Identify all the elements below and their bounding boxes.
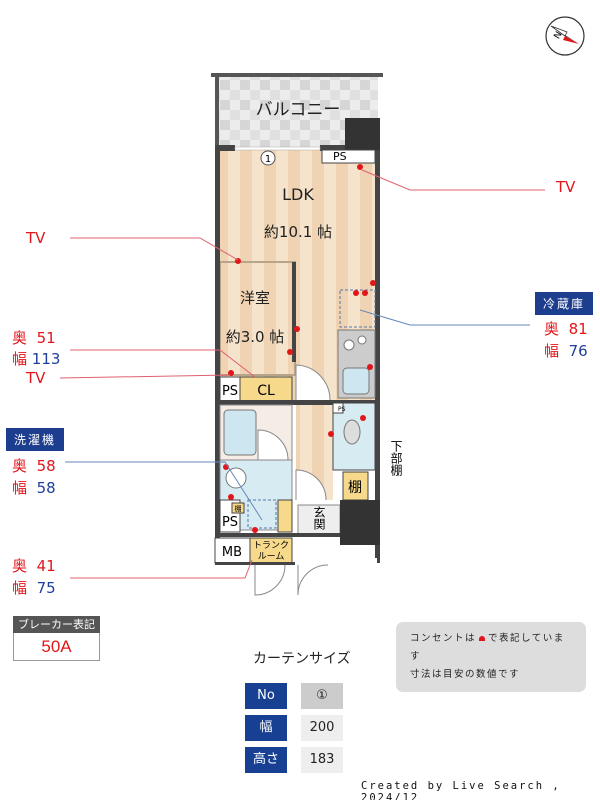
bathtub bbox=[223, 409, 257, 456]
closet-width: 幅 113 bbox=[12, 350, 61, 368]
sink bbox=[342, 367, 370, 395]
curtain-row: 高さ 183 bbox=[245, 747, 343, 773]
ps-box-top bbox=[321, 149, 376, 164]
tv-left-bottom-label: TV bbox=[26, 369, 46, 387]
breaker-box: ブレーカー表記 50A bbox=[13, 616, 100, 661]
fridge-space bbox=[339, 289, 376, 328]
curtain-table: No ① 幅 200 高さ 183 bbox=[245, 683, 343, 773]
western-room-label: 洋室 bbox=[240, 289, 270, 307]
washer-badge: 洗濯機 bbox=[6, 428, 65, 451]
trunk-width: 幅 75 bbox=[12, 579, 56, 597]
shelf-label: 棚 bbox=[348, 480, 362, 496]
ps-label: PS bbox=[222, 384, 238, 399]
legend-note: コンセントはで表記しています 寸法は目安の数値です bbox=[396, 622, 586, 692]
curtain-marker: 1 bbox=[265, 154, 271, 165]
trunk-depth: 奥 41 bbox=[12, 557, 56, 575]
tv-right-label: TV bbox=[556, 178, 576, 196]
credit: Created by Live Search , 2024/12 bbox=[361, 780, 561, 800]
breaker-value: 50A bbox=[13, 633, 100, 661]
shaft-block bbox=[345, 118, 380, 150]
western-room-size: 約3.0 帖 bbox=[226, 328, 285, 346]
breaker-label: ブレーカー表記 bbox=[13, 616, 100, 633]
door[interactable] bbox=[257, 429, 289, 461]
entrance bbox=[297, 504, 341, 536]
tv-left-label: TV bbox=[26, 229, 46, 247]
small-shelf-label: 棚 bbox=[235, 504, 242, 513]
ps-label: PS bbox=[222, 515, 238, 530]
closet-depth: 奥 51 bbox=[12, 329, 56, 347]
closet-label: CL bbox=[257, 383, 275, 399]
balcony-label: バルコニー bbox=[256, 100, 341, 120]
compass-icon: N bbox=[545, 16, 585, 56]
wall bbox=[375, 118, 380, 558]
fridge-width: 幅 76 bbox=[544, 342, 588, 360]
curtain-row: 幅 200 bbox=[245, 715, 343, 741]
fridge-badge: 冷蔵庫 bbox=[535, 292, 594, 315]
shelf bbox=[342, 471, 369, 501]
washer-depth: 奥 58 bbox=[12, 457, 56, 475]
wash-basin bbox=[225, 467, 247, 489]
closet[interactable] bbox=[239, 376, 293, 402]
curtain-row: No ① bbox=[245, 683, 343, 709]
trunk-room-label-1: トランク bbox=[253, 540, 289, 551]
trunk-room-label-2: ルーム bbox=[258, 551, 285, 562]
svg-text:N: N bbox=[553, 30, 565, 41]
outlet-markers bbox=[223, 164, 376, 533]
under-shelf-label: 下部棚 bbox=[389, 440, 403, 477]
trunk-room bbox=[249, 537, 293, 564]
washer-width: 幅 58 bbox=[12, 479, 56, 497]
toilet bbox=[343, 419, 361, 445]
washer-space bbox=[247, 499, 277, 529]
entrance-label: 玄関 bbox=[312, 505, 326, 530]
ldk-label: LDK bbox=[282, 185, 314, 204]
wall bbox=[215, 145, 220, 565]
window[interactable] bbox=[234, 146, 321, 151]
leader-lines bbox=[59, 169, 545, 579]
mb-label: MB bbox=[222, 545, 242, 560]
door[interactable] bbox=[295, 364, 331, 401]
curtain-title: カーテンサイズ bbox=[253, 651, 351, 667]
ps-label: PS bbox=[338, 406, 346, 413]
fridge-depth: 奥 81 bbox=[544, 320, 588, 338]
ldk-size: 約10.1 帖 bbox=[264, 223, 332, 241]
outlet-icon bbox=[479, 636, 486, 641]
ps-label: PS bbox=[333, 150, 347, 163]
